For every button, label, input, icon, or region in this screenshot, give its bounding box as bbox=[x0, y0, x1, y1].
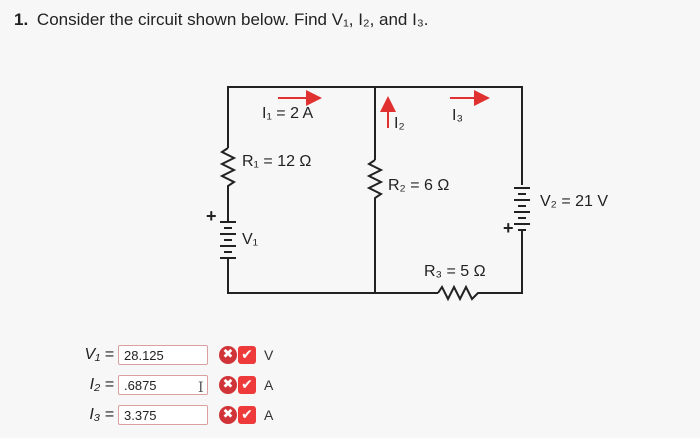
r3-label: R₃ = 5 Ω bbox=[424, 263, 486, 280]
r3-resistor bbox=[437, 284, 482, 302]
i2-label: I₂ bbox=[394, 115, 405, 132]
answer-row-i2: I₂ = bbox=[74, 373, 208, 397]
question-text: 1. Consider the circuit shown below. Fin… bbox=[14, 10, 428, 30]
incorrect-icon: ✖ bbox=[219, 406, 237, 424]
v2-plus: + bbox=[503, 218, 514, 238]
v1-unit: V bbox=[264, 347, 274, 363]
i2-answer-input[interactable] bbox=[118, 375, 208, 395]
wire-top-left bbox=[227, 86, 375, 148]
i2-status: ✖ ✔ A bbox=[219, 376, 273, 394]
i2-unit: A bbox=[264, 377, 274, 393]
v1-status: ✖ ✔ V bbox=[219, 346, 273, 364]
v1-answer-input[interactable] bbox=[118, 345, 208, 365]
i3-label: I₃ bbox=[452, 107, 463, 124]
r2-resistor bbox=[366, 159, 384, 200]
i2-answer-label: I₂ = bbox=[89, 376, 114, 393]
check-icon: ✔ bbox=[238, 376, 256, 394]
wire-top-right bbox=[375, 86, 523, 185]
incorrect-icon: ✖ bbox=[219, 346, 237, 364]
i1-label: I₁ = 2 A bbox=[262, 105, 314, 122]
question-body: Consider the circuit shown below. Find V… bbox=[36, 10, 429, 29]
v2-label: V₂ = 21 V bbox=[540, 193, 608, 210]
answer-row-i3: I₃ = bbox=[74, 403, 208, 427]
check-icon: ✔ bbox=[238, 346, 256, 364]
v1-answer-label: V₁ = bbox=[84, 346, 114, 363]
i3-answer-input[interactable] bbox=[118, 405, 208, 425]
wire-bottom bbox=[227, 270, 438, 294]
i3-status: ✖ ✔ A bbox=[219, 406, 273, 424]
i3-answer-label: I₃ = bbox=[89, 406, 114, 423]
incorrect-icon: ✖ bbox=[219, 376, 237, 394]
question-number: 1. bbox=[14, 10, 29, 29]
r1-resistor bbox=[219, 147, 237, 190]
v2-battery bbox=[514, 187, 530, 235]
check-icon: ✔ bbox=[238, 406, 256, 424]
v1-plus: + bbox=[206, 206, 217, 226]
v1-battery bbox=[220, 215, 236, 270]
wire-right-lower bbox=[482, 235, 523, 294]
answer-row-v1: V₁ = bbox=[74, 343, 208, 367]
v1-label: V₁ bbox=[242, 231, 258, 248]
r2-label: R₂ = 6 Ω bbox=[388, 177, 449, 194]
i3-unit: A bbox=[264, 407, 274, 423]
r1-label: R₁ = 12 Ω bbox=[242, 153, 311, 170]
text-cursor-icon: I bbox=[198, 380, 204, 396]
